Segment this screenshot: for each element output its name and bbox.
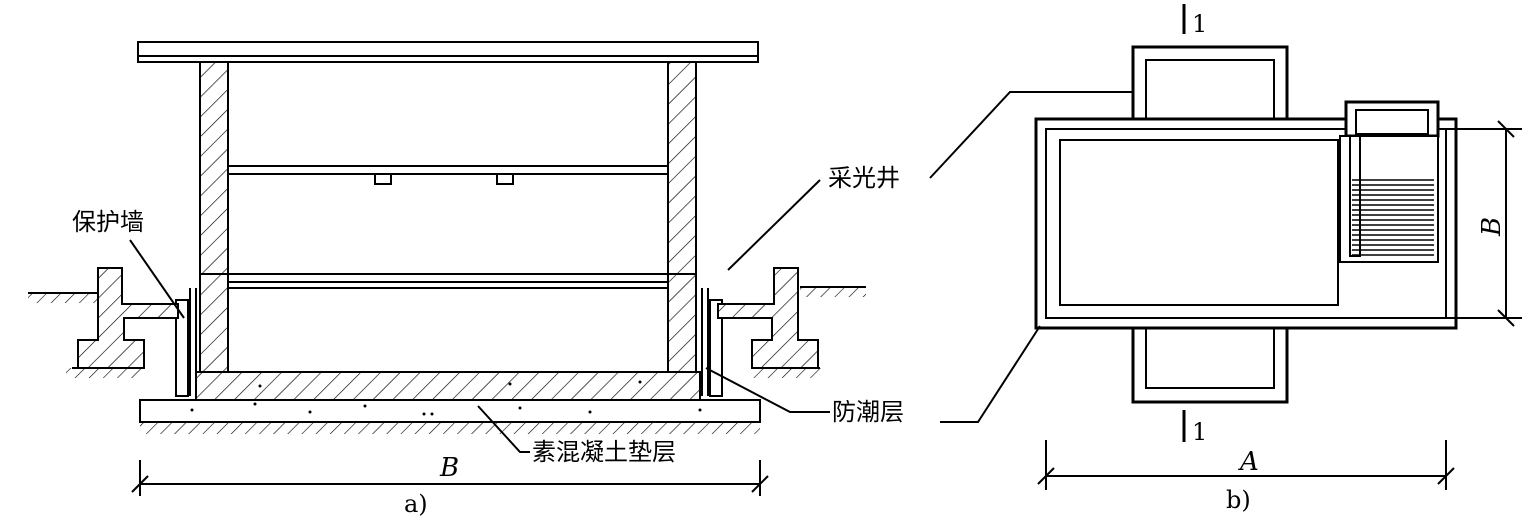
dimension-line-width — [1037, 440, 1455, 490]
plan-leader-damp-proof — [940, 325, 1041, 423]
label-damp-proof-layer: 防潮层 — [832, 398, 904, 426]
roof-slab — [137, 41, 759, 63]
concrete-cushion-slab — [139, 399, 761, 423]
damp-proof-layer-left — [189, 288, 197, 396]
ground-under-slab — [140, 422, 760, 434]
leader-concrete-cushion — [477, 405, 530, 453]
light-well-left — [77, 267, 179, 369]
floor-slab — [195, 371, 701, 401]
label-concrete-cushion: 素混凝土垫层 — [532, 438, 676, 466]
intermediate-floor — [228, 165, 668, 185]
caption-a: a) — [404, 490, 428, 518]
damp-proof-layer-right — [701, 288, 709, 396]
dimension-label-a: B — [439, 453, 459, 483]
leader-light-well — [727, 179, 821, 271]
label-light-well: 采光井 — [828, 164, 900, 192]
right-wall — [667, 61, 697, 379]
section-mark-top-label: 1 — [1192, 10, 1207, 38]
caption-b: b) — [1226, 486, 1251, 514]
protective-wall-left — [175, 299, 189, 397]
ground-floor-line — [200, 273, 696, 289]
label-protective-wall: 保护墙 — [72, 208, 144, 236]
plan-leader-light-well — [929, 91, 1133, 179]
leader-protective-wall — [129, 239, 185, 319]
section-view-a: 保护墙 采光井 防潮层 素混凝土垫层 B a) — [28, 41, 904, 518]
plan-view-b: 1 1 A B b) — [929, 4, 1522, 514]
dimension-line-a — [131, 460, 769, 496]
left-wall — [199, 61, 229, 379]
section-mark-bottom-label: 1 — [1192, 418, 1207, 446]
dimension-label-height: B — [1477, 217, 1507, 237]
plan-light-well-top — [1131, 45, 1289, 121]
plan-light-well-bottom — [1131, 326, 1289, 404]
plan-room — [1059, 139, 1339, 306]
dimension-label-width: A — [1238, 447, 1259, 477]
leader-damp-proof — [705, 367, 830, 413]
dimension-line-height — [1446, 120, 1522, 327]
concrete-dots — [190, 380, 702, 416]
light-well-right — [717, 267, 819, 369]
plan-stair — [1339, 100, 1440, 263]
